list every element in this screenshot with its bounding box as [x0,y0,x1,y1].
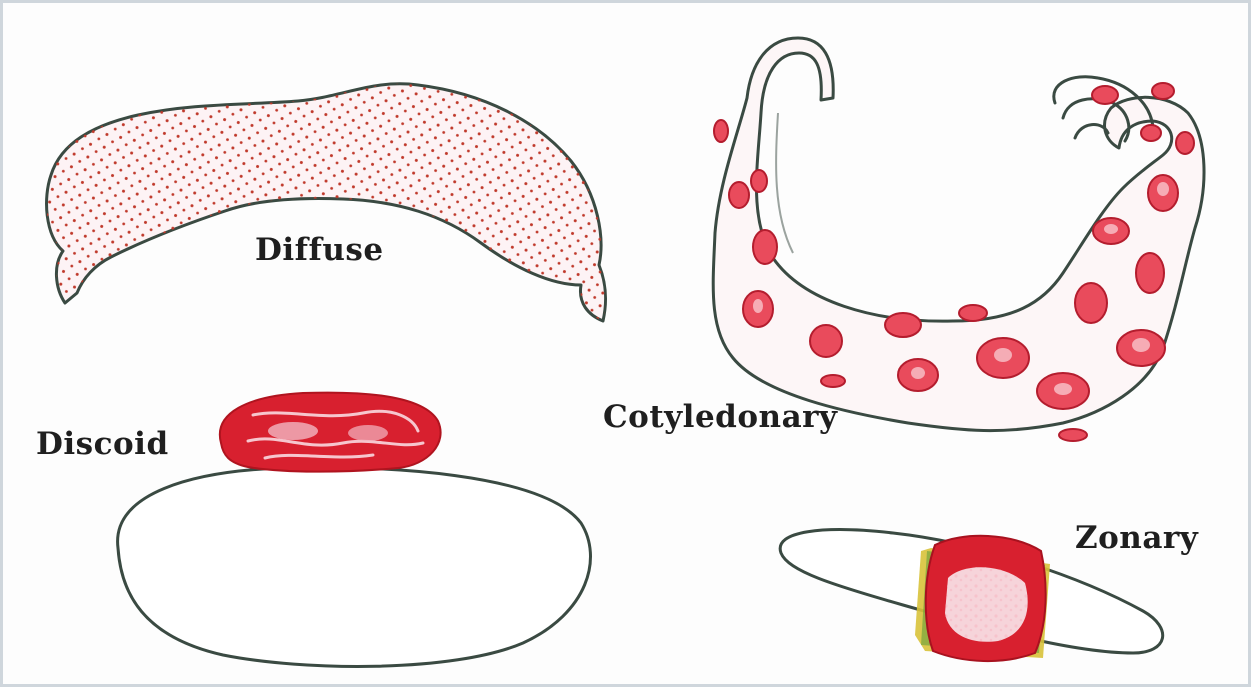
discoid-placenta-shape [118,393,591,667]
label-cotyledonary: Cotyledonary [603,399,838,435]
cotyledonary-placenta-shape [713,38,1204,441]
label-zonary: Zonary [1075,520,1198,556]
label-discoid: Discoid [36,426,169,462]
diffuse-placenta-shape [47,84,606,321]
label-diffuse: Diffuse [255,232,384,268]
diagram-artwork [3,3,1251,690]
